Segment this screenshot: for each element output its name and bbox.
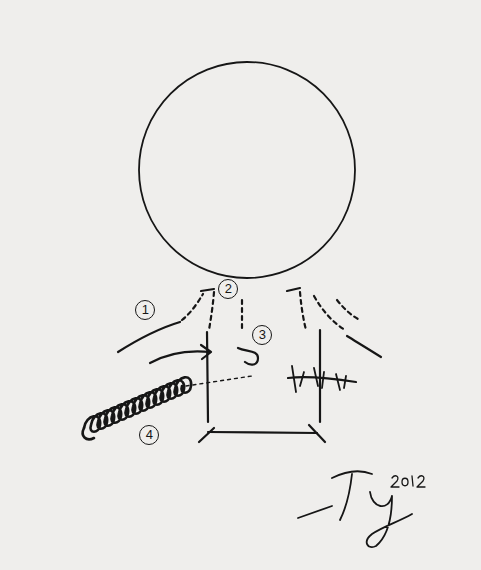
chamber-wall [207,332,208,422]
tuft-strands [292,366,346,392]
callout-text: 3 [259,327,266,342]
port-edge [287,288,300,291]
signature-date [391,476,425,487]
chamber-floor [208,432,317,433]
port-edge [201,289,214,291]
chamber-wall [319,330,321,422]
port-dashed [209,292,214,330]
tissue-arc-dashed [337,300,360,320]
callout-text: 1 [142,302,149,317]
tissue-arc-dashed [182,294,203,320]
tissue-arc [118,322,180,352]
signature [298,506,332,518]
callout-text: 2 [225,281,232,296]
corner-tick [309,425,325,442]
signature [332,471,412,547]
arrow-head [201,345,211,359]
coil [84,377,191,431]
callout-number: 1 [135,300,155,320]
callout-number: 4 [139,425,159,445]
center-dashed [241,300,243,330]
callout-number: 3 [252,325,272,345]
corner-tick [199,428,214,442]
callout-number: 2 [218,279,238,299]
coil-lead-dashed [186,376,252,386]
tissue-arc [347,336,381,357]
callout-text: 4 [146,427,153,442]
coil-end [83,428,94,439]
globe-outline [139,62,355,278]
hook-stroke [238,348,258,365]
tissue-arc-dashed [314,296,345,330]
flow-arrow [150,351,210,363]
port-dashed [300,292,306,330]
